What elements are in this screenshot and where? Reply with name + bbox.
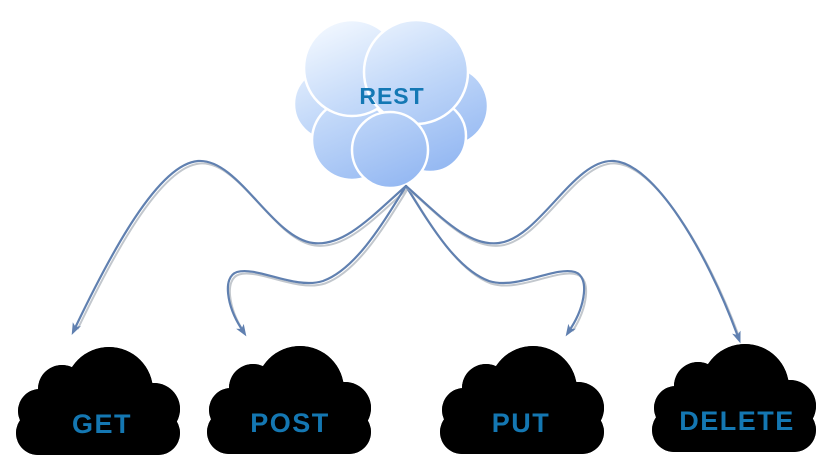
arrow-rest-to-get (71, 159, 409, 336)
arrow-rest-to-post (226, 184, 409, 337)
rest-cloud: REST (292, 18, 490, 190)
delete-cloud: DELETE (652, 344, 816, 452)
post-cloud: POST (207, 346, 371, 454)
arrow-rest-to-delete (404, 159, 741, 344)
arrow-rest-to-put (404, 184, 588, 337)
put-label: PUT (492, 408, 551, 438)
delete-label: DELETE (679, 406, 795, 436)
get-cloud: GET (16, 347, 180, 455)
post-label: POST (250, 408, 330, 438)
get-label: GET (72, 409, 132, 439)
rest-cloud-shape (292, 18, 490, 190)
rest-label: REST (359, 83, 424, 109)
put-cloud: PUT (440, 346, 604, 454)
